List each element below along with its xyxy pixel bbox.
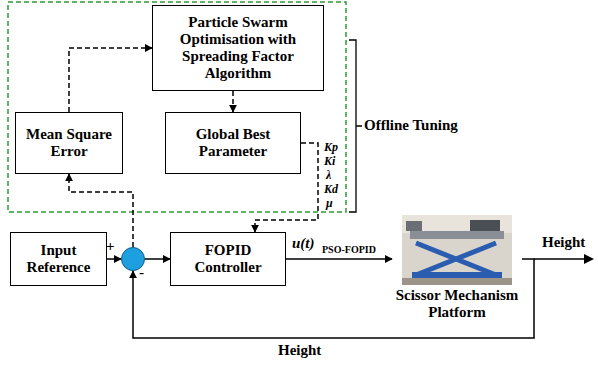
edge-label: Height [275, 342, 324, 359]
box-text-group: Particle Swarm Optimisation with Spreadi… [153, 12, 323, 84]
parameter-symbol: Ki [324, 154, 335, 168]
dashed-connector [232, 91, 234, 112]
platform-photo [402, 215, 512, 285]
box-text-group: Global Best Parameter [166, 124, 300, 162]
box-text-group: Mean Square Error [16, 124, 122, 162]
output-label: Height [542, 234, 585, 251]
tuning-region [8, 2, 346, 212]
parameter-symbol: λ [326, 168, 331, 182]
sign-label: + [106, 239, 115, 254]
signal-connector [286, 258, 392, 260]
box-text: Particle Swarm Optimisation with Spreadi… [157, 14, 319, 82]
plant-photo: Scissor Mechanism Platform [392, 215, 522, 323]
box-text: FOPID Controller [175, 242, 281, 276]
summing-junction: +- [121, 247, 145, 271]
process-box: Global Best Parameter [165, 112, 301, 174]
parameter-symbol: Kp [324, 140, 338, 154]
parameter-symbol: μ [326, 196, 333, 210]
box-text-group: FOPID Controller [171, 240, 285, 278]
bracket [349, 40, 362, 212]
region-label: Offline Tuning [364, 117, 458, 134]
signal-connector [145, 258, 170, 260]
node-caption: Scissor Mechanism Platform [392, 287, 522, 321]
output-arrow [534, 254, 594, 264]
signal-label: u(t) [292, 235, 315, 252]
box-text-group: Input Reference [11, 240, 106, 278]
process-box: Particle Swarm Optimisation with Spreadi… [152, 5, 324, 91]
controller-box: FOPID Controller [170, 232, 286, 286]
parameter-symbol: Kd [324, 182, 338, 196]
box-text: Input Reference [15, 242, 102, 276]
input-box: Input Reference [10, 232, 107, 286]
box-text: Global Best Parameter [170, 126, 296, 160]
signal-subscript: PSO-FOPID [322, 244, 376, 256]
dashed-connector [69, 48, 152, 112]
sign-label: - [139, 265, 144, 280]
process-box: Mean Square Error [15, 112, 123, 174]
signal-connector [107, 258, 121, 260]
box-text: Mean Square Error [20, 126, 118, 160]
